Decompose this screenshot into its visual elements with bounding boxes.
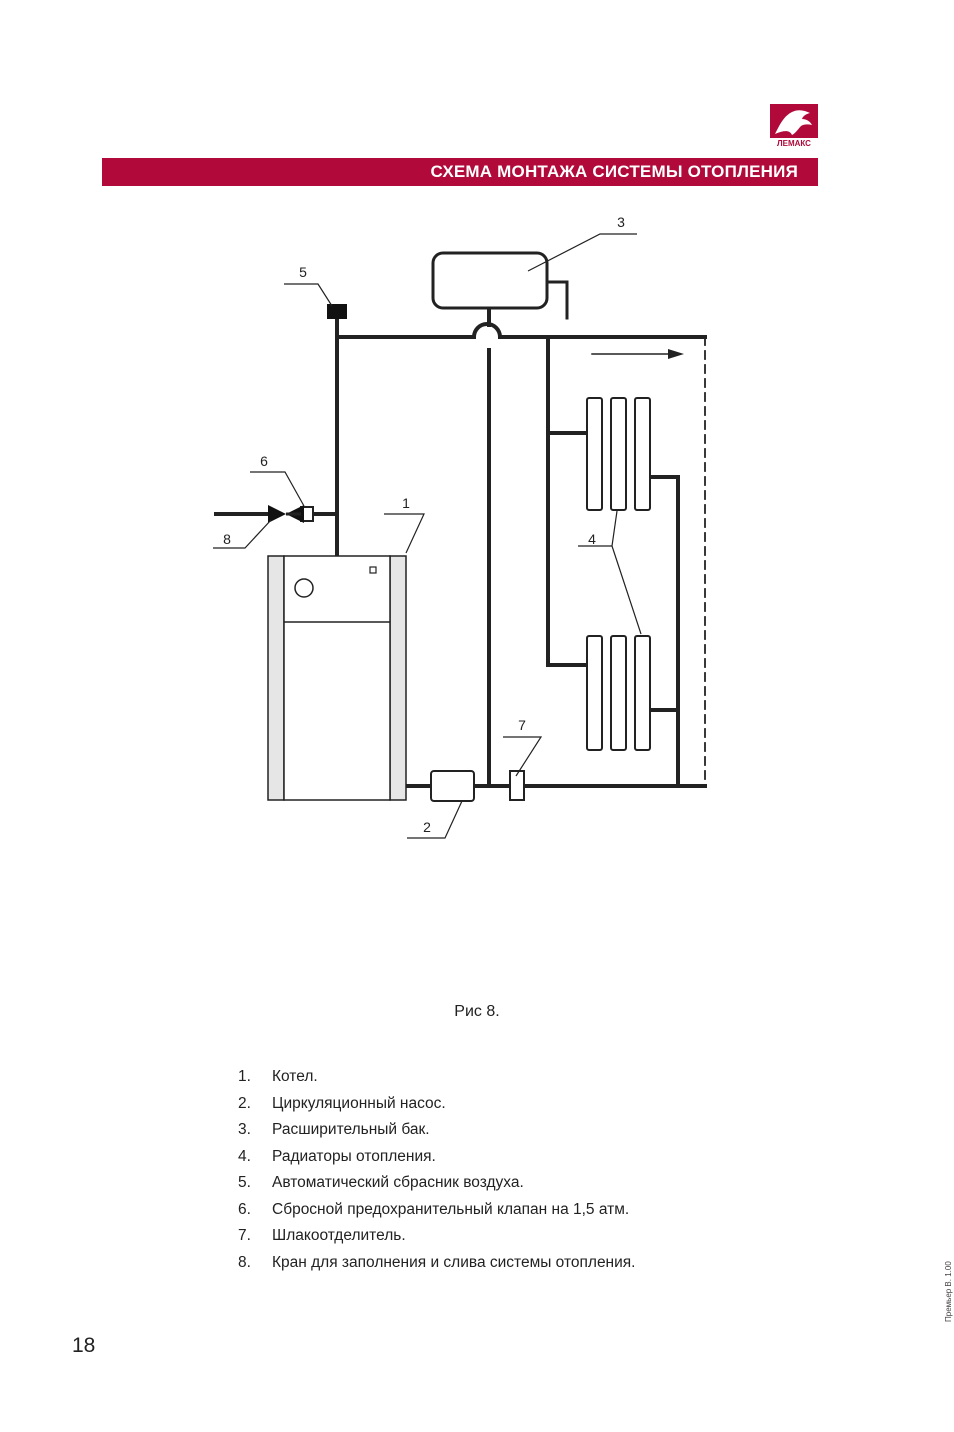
legend-number: 2. (238, 1094, 251, 1112)
callout-8: 8 (223, 531, 231, 547)
legend-item: 7. Шлакоотделитель. (238, 1223, 635, 1250)
legend-number: 4. (238, 1147, 251, 1165)
callout-3: 3 (617, 214, 625, 230)
legend-item: 6. Сбросной предохранительный клапан на 1… (238, 1197, 635, 1224)
radiator-lower (586, 635, 651, 751)
lemax-logo: ЛЕМАКС (770, 104, 818, 148)
legend-item: 4. Радиаторы отопления. (238, 1144, 635, 1171)
legend-number: 5. (238, 1174, 251, 1191)
legend-text: Циркуляционный насос. (272, 1094, 446, 1112)
boiler-indicator (369, 566, 377, 574)
radiator-section (610, 635, 627, 751)
page-number: 18 (72, 1334, 96, 1357)
boiler-left-panel (267, 555, 285, 801)
section-banner: СХЕМА МОНТАЖА СИСТЕМЫ ОТОПЛЕНИЯ (102, 158, 818, 186)
radiator-feed-pipe (546, 338, 588, 667)
legend-number: 6. (238, 1200, 251, 1218)
callout-4: 4 (588, 531, 596, 547)
callout-6: 6 (260, 453, 268, 469)
legend-list: 1. Котел. 2. Циркуляционный насос. 3. Расши… (238, 1064, 635, 1276)
legend-item: 3. Расширительный бак. (238, 1117, 635, 1144)
leader-7 (503, 736, 543, 777)
brand-text: ЛЕМАКС (777, 139, 811, 148)
legend-item: 5. Автоматический сбрасник воздуха. (238, 1170, 635, 1197)
legend-text: Автоматический сбрасник воздуха. (272, 1174, 524, 1191)
radiator-return-pipe (648, 475, 680, 788)
callout-2: 2 (423, 819, 431, 835)
legend-text: Шлакоотделитель. (272, 1227, 406, 1244)
legend-item: 8. Кран для заполнения и слива системы от… (238, 1250, 635, 1277)
boiler-gauge (294, 578, 314, 598)
radiator-section (586, 635, 603, 751)
legend-item: 2. Циркуляционный насос. (238, 1091, 635, 1118)
callout-7: 7 (518, 717, 526, 733)
air-vent (327, 304, 347, 319)
circulation-pump (430, 770, 475, 802)
leader-2 (407, 800, 463, 839)
leader-3 (527, 233, 637, 272)
legend-number: 3. (238, 1121, 251, 1138)
sludge-separator (509, 770, 525, 801)
leader-5 (284, 283, 333, 307)
legend-number: 8. (238, 1253, 251, 1271)
legend-text: Кран для заполнения и слива системы отоп… (272, 1253, 636, 1271)
legend-item: 1. Котел. (238, 1064, 635, 1091)
tank-right-pipe (544, 280, 569, 320)
boiler-right-panel (389, 555, 407, 801)
radiator-section (610, 397, 627, 511)
legend-number: 7. (238, 1227, 251, 1244)
callout-1: 1 (402, 495, 410, 511)
legend-text: Расширительный бак. (272, 1121, 430, 1138)
side-note: Премьер В. 1.00 (944, 1261, 953, 1322)
radiator-section (634, 635, 651, 751)
leader-4 (578, 510, 642, 635)
boiler (267, 555, 407, 801)
flow-arrow-icon (668, 349, 684, 359)
callout-5: 5 (299, 264, 307, 280)
expansion-tank (431, 251, 549, 310)
legend-text: Радиаторы отопления. (272, 1147, 436, 1165)
page-title: СХЕМА МОНТАЖА СИСТЕМЫ ОТОПЛЕНИЯ (430, 162, 798, 181)
radiator-section (586, 397, 603, 511)
legend-text: Котел. (272, 1068, 318, 1085)
radiator-section (634, 397, 651, 511)
leader-1 (384, 513, 425, 554)
leader-8 (213, 519, 272, 549)
horse-icon (775, 110, 812, 135)
legend-number: 1. (238, 1068, 251, 1085)
leader-6 (250, 471, 305, 507)
legend-text: Сбросной предохранительный клапан на 1,5… (272, 1200, 630, 1218)
figure-caption: Рис 8. (454, 1003, 500, 1020)
radiator-upper (586, 397, 651, 511)
